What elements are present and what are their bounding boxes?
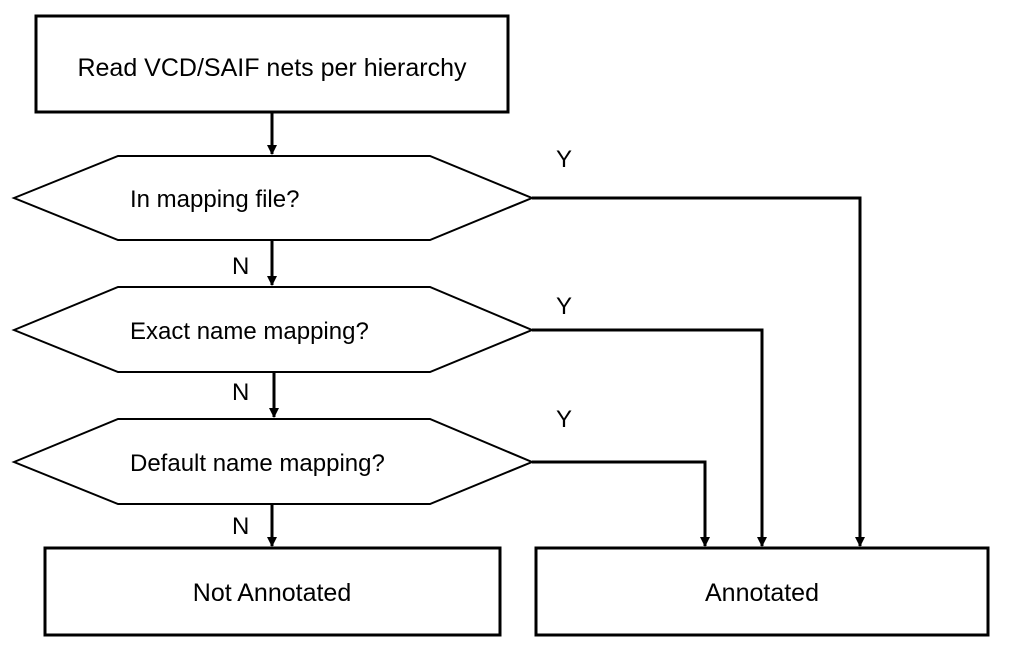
arrow-decision3-yes bbox=[532, 460, 710, 547]
arrow-decision1-yes bbox=[532, 196, 865, 547]
decision-exact-name-mapping: Exact name mapping? bbox=[11, 286, 535, 373]
decision2-label: Exact name mapping? bbox=[130, 318, 369, 345]
start-box: Read VCD/SAIF nets per hierarchy bbox=[34, 14, 510, 114]
edge-label-decision1-yes: Y bbox=[556, 146, 572, 173]
annotated-box: Annotated bbox=[534, 546, 990, 637]
arrow-decision2-yes bbox=[532, 328, 767, 547]
edge-label-decision3-yes: Y bbox=[556, 406, 572, 433]
edge-label-decision3-no: N bbox=[232, 513, 249, 540]
annotated-label: Annotated bbox=[705, 579, 819, 607]
edge-label-decision1-no: N bbox=[232, 253, 249, 280]
not-annotated-box: Not Annotated bbox=[43, 546, 502, 637]
edge-label-decision2-no: N bbox=[232, 379, 249, 406]
edge-label-decision2-yes: Y bbox=[556, 293, 572, 320]
start-label: Read VCD/SAIF nets per hierarchy bbox=[77, 54, 467, 82]
decision-default-name-mapping: Default name mapping? bbox=[11, 418, 535, 505]
decision1-label: In mapping file? bbox=[130, 186, 299, 213]
not-annotated-label: Not Annotated bbox=[193, 579, 351, 607]
decision-in-mapping-file: In mapping file? bbox=[11, 155, 535, 241]
decision3-label: Default name mapping? bbox=[130, 450, 385, 477]
